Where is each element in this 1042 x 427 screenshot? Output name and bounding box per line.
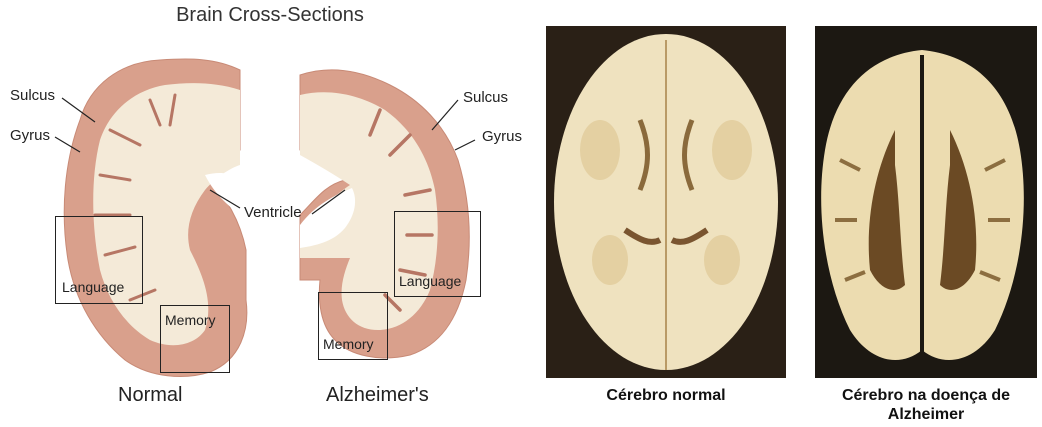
normal-photo-caption: Cérebro normal bbox=[566, 386, 766, 405]
alzheimer-photo-caption: Cérebro na doença de Alzheimer bbox=[810, 386, 1042, 424]
alzheimer-photo-caption-line1: Cérebro na doença de bbox=[810, 386, 1042, 405]
normal-brain-photo bbox=[546, 26, 786, 378]
alzheimer-brain-photo bbox=[815, 26, 1037, 378]
alzheimer-photo-caption-line2: Alzheimer bbox=[810, 405, 1042, 424]
